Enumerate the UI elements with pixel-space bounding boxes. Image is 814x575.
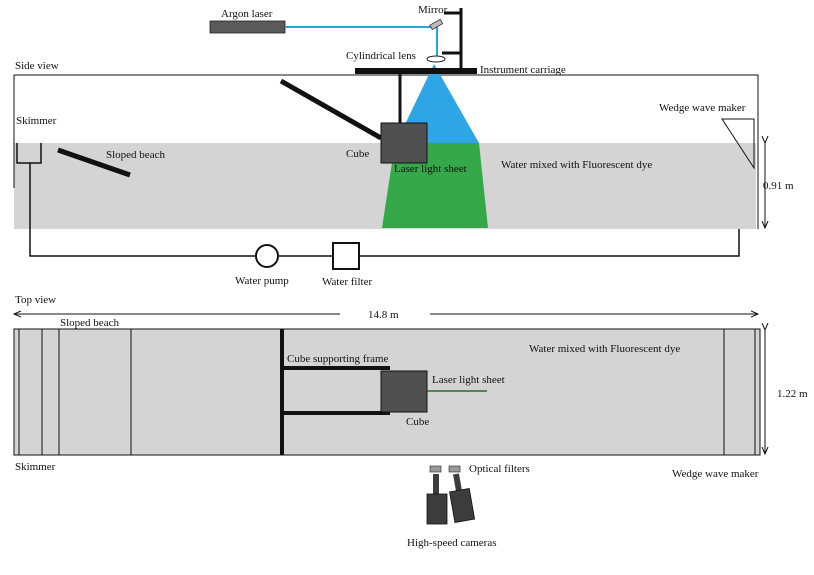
top-water-label: Water mixed with Fluorescent dye	[529, 343, 680, 355]
top-skimmer-label: Skimmer	[15, 461, 56, 473]
width-label: 1.22 m	[777, 388, 808, 400]
recirculation-pipe	[29, 163, 255, 257]
wedge-wave-maker-label: Wedge wave maker	[659, 102, 746, 114]
depth-label: 0.91 m	[763, 180, 794, 192]
mirror	[429, 18, 444, 31]
argon-laser	[209, 20, 286, 34]
water-filter	[332, 242, 360, 270]
side-wedge-wave-maker	[721, 118, 755, 170]
side-view: Side view Argon laser Mirror Cylindrical…	[13, 4, 794, 288]
pipe-filter-to-tank	[359, 229, 740, 257]
skimmer-label: Skimmer	[16, 115, 57, 127]
cylindrical-lens	[426, 55, 446, 63]
top-view-title: Top view	[15, 294, 56, 306]
top-laser-light-sheet-label: Laser light sheet	[432, 374, 505, 386]
top-cube-label: Cube	[406, 416, 429, 428]
side-sloped-beach	[57, 147, 131, 178]
instrument-carriage-label: Instrument carriage	[480, 64, 566, 76]
high-speed-camera-1	[426, 474, 448, 525]
side-tank-outline	[13, 74, 759, 229]
top-sloped-beach-label: Sloped beach	[60, 317, 119, 329]
water-label: Water mixed with Fluorescent dye	[501, 159, 652, 171]
water-pump-label: Water pump	[235, 275, 289, 287]
cube-label: Cube	[346, 148, 369, 160]
length-label: 14.8 m	[368, 309, 399, 321]
high-speed-cameras-label: High-speed cameras	[407, 537, 497, 549]
laser-light-sheet-label: Laser light sheet	[394, 163, 467, 175]
optical-filter-2	[448, 465, 461, 473]
water-pump	[255, 244, 279, 268]
cylindrical-lens-label: Cylindrical lens	[346, 50, 416, 62]
cube-supporting-frame-label: Cube supporting frame	[287, 353, 389, 365]
top-view: Top view 14.8 m Sloped beach Cube suppor…	[14, 294, 808, 549]
instrument-carriage	[355, 68, 477, 74]
top-cube	[380, 370, 428, 413]
optical-filter-1	[429, 465, 442, 473]
side-skimmer	[16, 143, 42, 164]
mirror-label: Mirror	[418, 4, 448, 16]
argon-laser-label: Argon laser	[221, 8, 273, 20]
side-light-sheet	[382, 143, 488, 228]
side-cube	[380, 122, 428, 164]
cube-diagonal-strut	[279, 78, 383, 141]
optical-filters-label: Optical filters	[469, 463, 530, 475]
high-speed-camera-2	[449, 473, 476, 523]
water-filter-label: Water filter	[322, 276, 372, 288]
sloped-beach-label: Sloped beach	[106, 149, 165, 161]
top-wedge-wave-maker-label: Wedge wave maker	[672, 468, 759, 480]
side-view-title: Side view	[15, 60, 59, 72]
